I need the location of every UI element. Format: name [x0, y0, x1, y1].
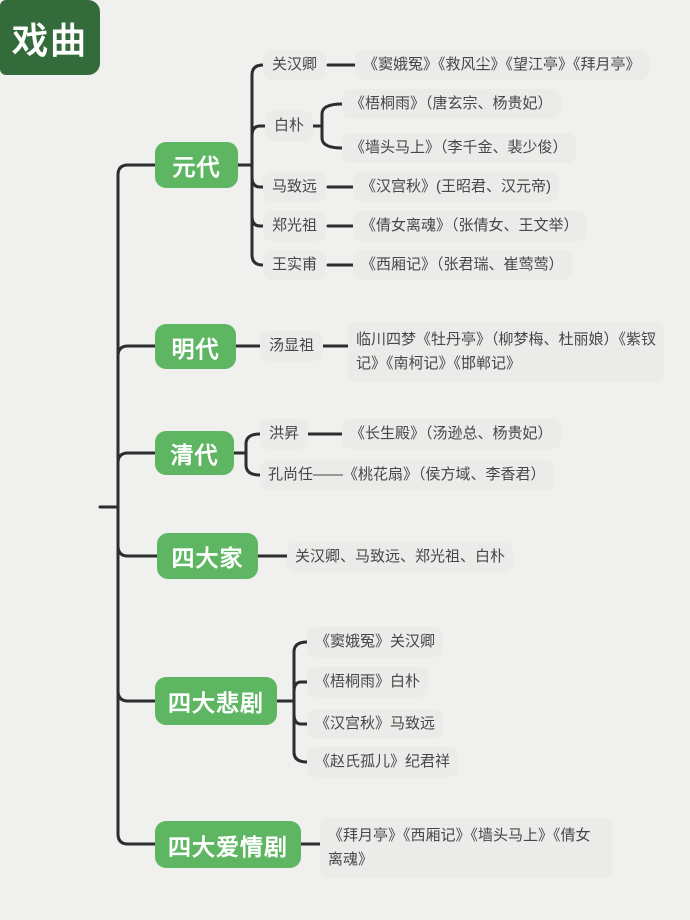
works-tang-xianzu[interactable]: 临川四梦《牡丹亭》（柳梦梅、杜丽娘）《紫钗记》《南柯记》《邯郸记》: [348, 322, 664, 382]
tragedy-zhaoshiguer[interactable]: 《赵氏孤儿》纪君祥: [307, 747, 459, 777]
tragedy-wutongyu[interactable]: 《梧桐雨》白朴: [307, 667, 429, 697]
node-zheng-guangzu[interactable]: 郑光祖: [263, 211, 327, 241]
node-tang-xianzu[interactable]: 汤显祖: [260, 331, 324, 361]
branch-yuan-dynasty[interactable]: 元代: [155, 142, 238, 188]
branch-four-tragedies[interactable]: 四大悲剧: [155, 677, 277, 725]
works-wang-shifu[interactable]: 《西厢记》（张君瑞、崔莺莺）: [353, 250, 572, 280]
node-kong-shangren-taohuashan[interactable]: 孔尚任——《桃花扇》（侯方域、李香君）: [260, 460, 554, 490]
branch-four-masters[interactable]: 四大家: [157, 533, 258, 579]
node-guan-hanqing[interactable]: 关汉卿: [263, 50, 327, 80]
tragedy-hangongqiu[interactable]: 《汉宫秋》马致远: [307, 709, 444, 739]
list-four-masters[interactable]: 关汉卿、马致远、郑光祖、白朴: [287, 542, 514, 572]
trunk-connectors: [98, 163, 159, 846]
works-ma-zhiyuan[interactable]: 《汉宫秋》(王昭君、汉元帝): [353, 172, 559, 202]
works-bai-pu-wutongyu[interactable]: 《梧桐雨》（唐玄宗、杨贵妃）: [342, 89, 561, 119]
branch-ming-dynasty[interactable]: 明代: [155, 324, 236, 369]
node-hong-sheng[interactable]: 洪昇: [260, 419, 309, 449]
tragedy-douerwuan[interactable]: 《窦娥冤》关汉卿: [307, 627, 444, 657]
list-four-love-dramas[interactable]: 《拜月亭》《西厢记》《墙头马上》《倩女离魂》: [320, 818, 612, 878]
branch-qing-dynasty[interactable]: 清代: [155, 431, 234, 475]
node-bai-pu[interactable]: 白朴: [265, 111, 314, 141]
root-node-xiqu[interactable]: 戏曲: [0, 0, 100, 75]
node-wang-shifu[interactable]: 王实甫: [263, 250, 327, 280]
works-zheng-guangzu[interactable]: 《倩女离魂》（张倩女、王文举）: [353, 211, 587, 241]
works-guan-hanqing[interactable]: 《窦娥冤》《救风尘》《望江亭》《拜月亭》: [355, 50, 649, 80]
node-ma-zhiyuan[interactable]: 马致远: [263, 172, 327, 202]
works-bai-pu-qiangtoumashang[interactable]: 《墙头马上》（李千金、裴少俊）: [342, 133, 576, 163]
branch-four-love-dramas[interactable]: 四大爱情剧: [155, 821, 301, 868]
beiju-branch-connectors: [275, 640, 309, 764]
works-hong-sheng[interactable]: 《长生殿》（汤逊总、杨贵妃）: [342, 419, 561, 449]
